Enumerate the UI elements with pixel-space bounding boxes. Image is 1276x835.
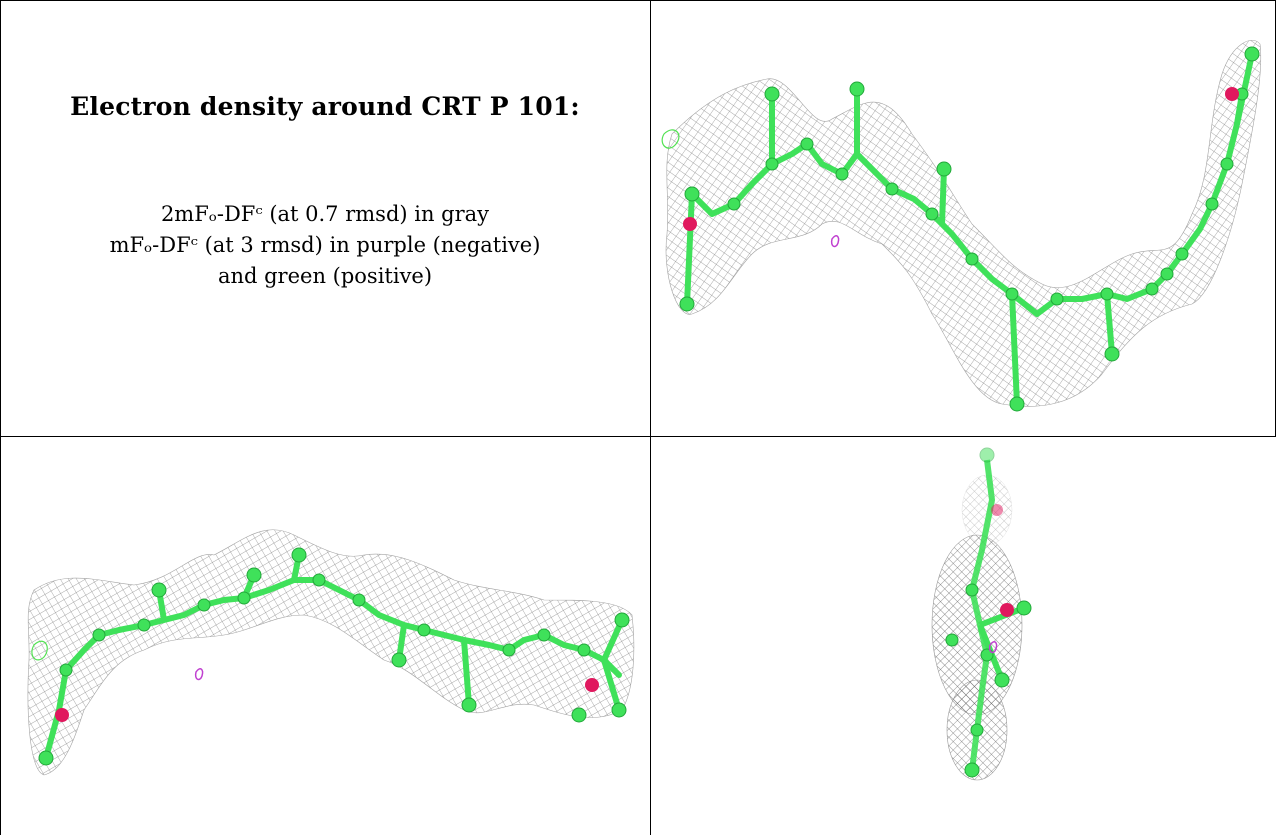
carbon-atoms xyxy=(38,547,630,766)
figure-legend-text: 2mFₒ-DFᶜ (at 0.7 rmsd) in gray mFₒ-DFᶜ (… xyxy=(18,199,632,292)
negative-density-blob xyxy=(194,668,204,681)
density-mesh xyxy=(27,529,635,776)
table-left-border xyxy=(0,0,1,835)
molecule-render-bottom-right xyxy=(931,447,1032,781)
negative-density-blob xyxy=(988,641,998,654)
negative-density-blob xyxy=(830,235,840,248)
positive-density-blob xyxy=(661,129,680,149)
legend-line-fofc: mFₒ-DFᶜ (at 3 rmsd) in purple (negative) xyxy=(109,233,541,257)
density-view-bottom-right xyxy=(652,440,1272,832)
carbon-chain xyxy=(56,577,622,713)
table-row-divider xyxy=(0,436,1276,437)
density-view-top-right xyxy=(652,14,1272,434)
carbon-atoms xyxy=(679,46,1260,412)
oxygen-atoms xyxy=(991,504,1014,617)
oxygen-atoms xyxy=(55,678,599,722)
figure-title: Electron density around CRT P 101: xyxy=(70,92,580,121)
legend-line-2fofc: 2mFₒ-DFᶜ (at 0.7 rmsd) in gray xyxy=(160,202,490,226)
density-mesh xyxy=(665,39,1262,407)
table-middle-border xyxy=(650,0,651,835)
molecule-render-bottom-left xyxy=(27,529,635,776)
carbon-atoms xyxy=(945,447,1032,778)
legend-line-positive: and green (positive) xyxy=(217,264,433,288)
positive-density-blob xyxy=(31,640,48,661)
oxygen-atoms xyxy=(683,87,1239,231)
table-top-border xyxy=(0,0,1276,1)
molecule-render-top-right xyxy=(661,39,1262,412)
caption-cell: Electron density around CRT P 101: 2mFₒ-… xyxy=(18,92,632,292)
density-view-bottom-left xyxy=(4,440,648,832)
